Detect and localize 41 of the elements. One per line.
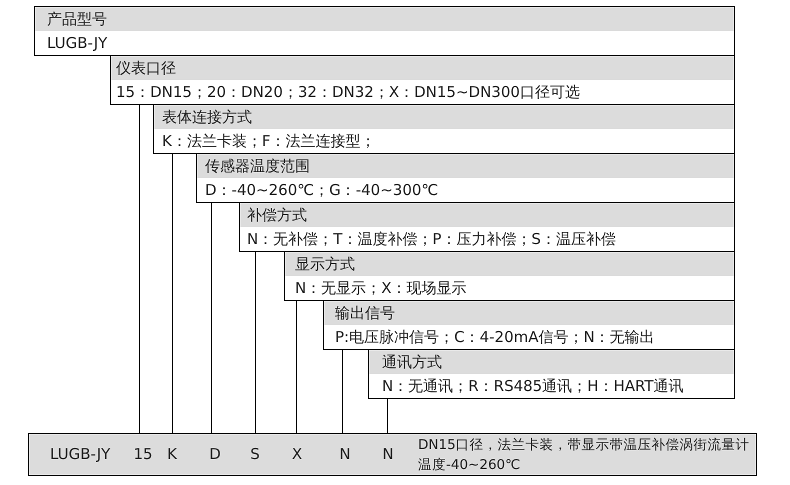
option-text: N：无通讯；R：RS485通讯；H：HART通讯 — [382, 376, 684, 397]
parameter-box — [196, 153, 735, 203]
model-code-bar — [28, 433, 757, 476]
connector-line — [139, 104, 140, 434]
heading-band: 仪表口径 — [111, 56, 734, 80]
option-text: 15：DN15；20：DN20；32：DN32；X：DN15~DN300口径可选 — [116, 82, 580, 103]
code-label: N — [376, 434, 400, 475]
heading-band: 产品型号 — [35, 7, 734, 31]
option-text: P:电压脉冲信号；C：4-20mA信号；N：无输出 — [335, 327, 655, 348]
connector-line — [296, 300, 297, 434]
heading-band: 补偿方式 — [240, 203, 734, 227]
heading-band: 通讯方式 — [369, 350, 734, 374]
code-label: X — [285, 434, 309, 475]
parameter-box — [34, 6, 735, 56]
option-text: K：法兰卡装；F：法兰连接型； — [162, 131, 376, 152]
connector-line — [211, 202, 212, 434]
parameter-box — [153, 104, 735, 154]
option-text: N：无补偿；T：温度补偿；P：压力补偿；S：温压补偿 — [247, 229, 616, 250]
connector-line — [255, 252, 256, 434]
heading-band: 传感器温度范围 — [197, 154, 734, 178]
option-text: D：-40~260℃；G：-40~300℃ — [205, 180, 438, 201]
code-label: N — [333, 434, 357, 475]
heading-band: 输出信号 — [324, 301, 734, 325]
code-label: 15 — [131, 434, 155, 475]
parameter-box — [239, 202, 735, 252]
parameter-box — [323, 300, 735, 350]
parameter-box — [110, 55, 735, 105]
connector-line — [387, 398, 388, 434]
code-label: D — [203, 434, 227, 475]
code-label: S — [243, 434, 267, 475]
option-text: N：无显示；X：现场显示 — [295, 278, 466, 299]
connector-line — [172, 154, 173, 434]
code-label: K — [160, 434, 184, 475]
heading-band: 表体连接方式 — [154, 105, 734, 129]
option-text: LUGB-JY — [47, 33, 108, 54]
heading-band: 显示方式 — [285, 252, 734, 276]
description-text: DN15口径，法兰卡装，带显示带温压补偿涡街流量计温度-40~260℃ — [418, 436, 751, 474]
parameter-box — [284, 251, 735, 301]
connector-line — [342, 350, 343, 434]
parameter-box — [368, 349, 735, 399]
model-number: LUGB-JY — [50, 445, 110, 463]
